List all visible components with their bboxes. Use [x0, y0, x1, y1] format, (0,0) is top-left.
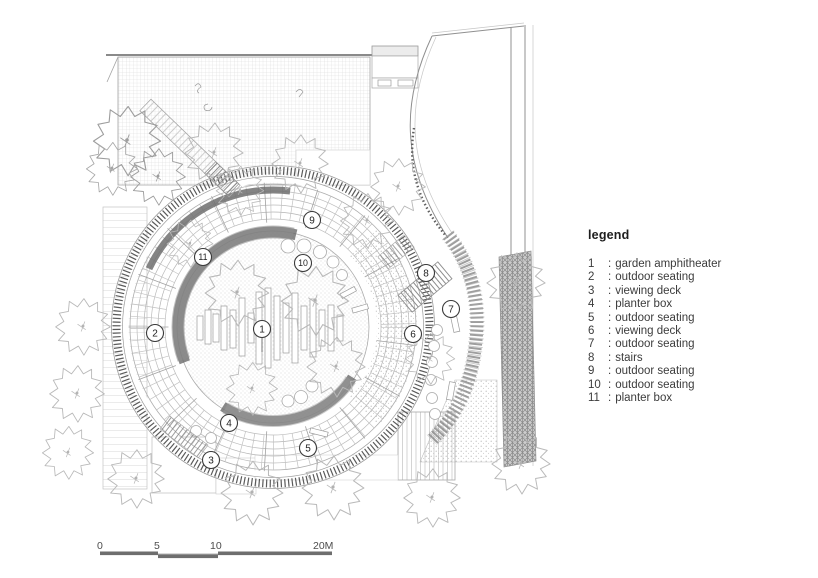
legend-item-number: 6: [588, 325, 595, 338]
legend: legend 1 : garden amphitheater 2 : outdo…: [588, 228, 721, 405]
scale-label-5: 5: [154, 540, 160, 552]
legend-item-label: outdoor seating: [615, 271, 695, 284]
hedge-arc-top: [132, 186, 414, 468]
legend-item-number: 11: [588, 392, 600, 405]
callout-11: 11: [193, 247, 213, 267]
callout-2-number: 2: [152, 329, 158, 340]
legend-item-number: 7: [588, 338, 595, 351]
legend-separator: :: [608, 258, 612, 270]
scale-label-0: 0: [97, 540, 103, 552]
scale-label-20m: 20M: [313, 540, 333, 552]
legend-item-2: 2 : outdoor seating: [588, 271, 721, 284]
legend-item-1: 1 : garden amphitheater: [588, 258, 721, 271]
legend-item-label: outdoor seating: [615, 378, 695, 391]
callout-9-number: 9: [309, 216, 315, 227]
callout-6-number: 6: [410, 330, 416, 341]
legend-separator: :: [608, 311, 612, 324]
callouts: 1 2 3 4 5 6 7 8: [145, 210, 461, 470]
legend-item-label: viewing deck: [615, 325, 682, 338]
legend-item-7: 7 : outdoor seating: [588, 338, 721, 351]
legend-item-label: stairs: [615, 351, 643, 364]
legend-separator: :: [608, 338, 612, 351]
small-structure: [371, 45, 419, 89]
legend-item-number: 1: [588, 258, 595, 270]
legend-separator: :: [608, 351, 612, 364]
benches: [309, 286, 461, 438]
callout-10-number: 10: [298, 258, 308, 268]
callout-9: 9: [302, 210, 322, 230]
vegetation-band-right: [426, 230, 485, 446]
legend-title: legend: [588, 228, 630, 242]
callout-5-number: 5: [305, 444, 311, 455]
legend-item-11: 11 : planter box: [588, 392, 721, 405]
legend-item-label: outdoor seating: [615, 365, 695, 378]
legend-item-5: 5 : outdoor seating: [588, 312, 721, 325]
legend-item-label: outdoor seating: [615, 338, 695, 351]
door-swing-marks: [194, 83, 213, 111]
callout-7: 7: [441, 299, 461, 319]
legend-item-3: 3 : viewing deck: [588, 285, 721, 298]
stippled-seating-sector: [129, 183, 417, 471]
legend-item-number: 9: [588, 365, 595, 378]
legend-item-number: 2: [588, 271, 595, 284]
callout-5: 5: [298, 438, 318, 458]
callout-3: 3: [201, 450, 221, 470]
outer-tick-band: [112, 166, 434, 488]
legend-item-4: 4 : planter box: [588, 298, 721, 311]
legend-item-number: 5: [588, 311, 595, 324]
stairs: [159, 234, 453, 459]
legend-item-label: garden amphitheater: [615, 258, 722, 270]
legend-separator: :: [608, 284, 612, 297]
legend-item-label: planter box: [615, 298, 673, 311]
legend-item-6: 6 : viewing deck: [588, 325, 721, 338]
building-footprint: [106, 54, 372, 186]
callout-3-number: 3: [208, 456, 214, 467]
callout-1: 1: [252, 319, 272, 339]
callout-8-number: 8: [423, 269, 429, 280]
callout-4: 4: [219, 413, 239, 433]
callout-7-number: 7: [448, 305, 454, 316]
amphitheater-rings: [111, 165, 435, 489]
legend-separator: :: [608, 271, 612, 284]
legend-item-label: viewing deck: [615, 284, 682, 297]
legend-items: 1 : garden amphitheater 2 : outdoor seat…: [588, 258, 721, 405]
callout-11-number: 11: [198, 252, 207, 262]
legend-separator: :: [608, 365, 612, 378]
callout-2: 2: [145, 323, 165, 343]
legend-item-number: 10: [588, 378, 601, 391]
shrub-bands: [171, 225, 375, 429]
planting-strip: [498, 250, 537, 468]
callout-10: 10: [293, 253, 313, 273]
legend-separator: :: [608, 325, 612, 338]
callout-1-number: 1: [259, 325, 265, 336]
legend-item-number: 3: [588, 284, 595, 297]
legend-item-number: 8: [588, 351, 595, 364]
callout-6: 6: [403, 324, 423, 344]
scale-label-10: 10: [210, 540, 222, 552]
legend-item-number: 4: [588, 298, 595, 311]
legend-item-label: planter box: [615, 392, 673, 405]
legend-item-8: 8 : stairs: [588, 352, 721, 365]
ramp-stairs: [159, 415, 209, 459]
legend-item-label: outdoor seating: [615, 311, 695, 324]
legend-separator: :: [608, 298, 612, 311]
callout-8: 8: [416, 263, 436, 283]
legend-separator: :: [608, 392, 612, 405]
callout-4-number: 4: [226, 419, 232, 430]
legend-item-9: 9 : outdoor seating: [588, 365, 721, 378]
scale-bar: 0 5 10 20M: [97, 540, 333, 559]
legend-item-10: 10 : outdoor seating: [588, 379, 721, 392]
legend-separator: :: [608, 378, 612, 391]
